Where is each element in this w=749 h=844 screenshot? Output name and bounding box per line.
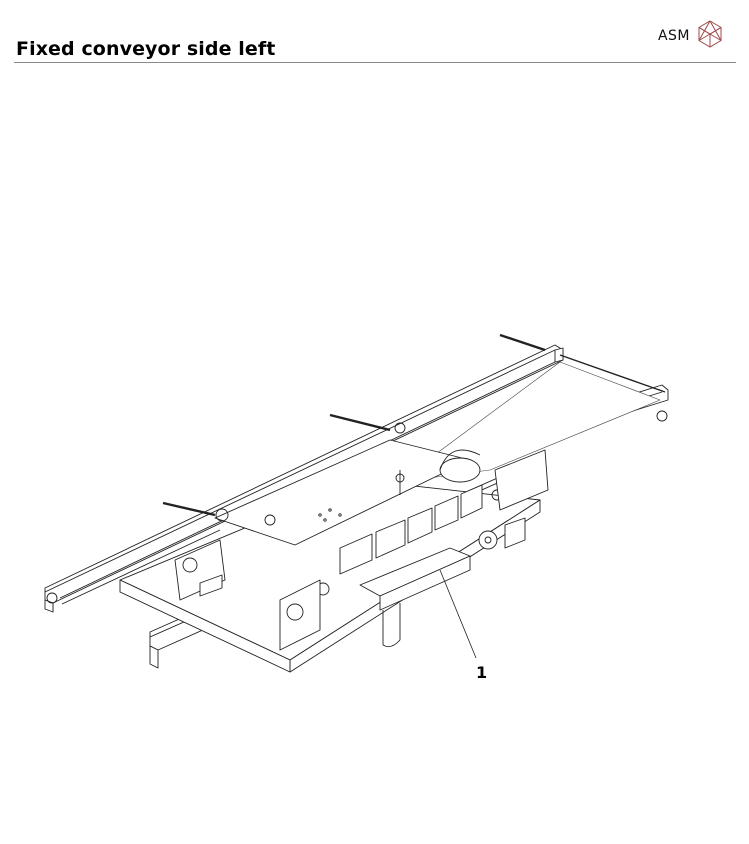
callout-leader <box>439 569 477 659</box>
carriage-modules <box>339 484 483 575</box>
asm-cube-icon <box>698 20 722 52</box>
callout-1[interactable]: 1 <box>476 663 488 682</box>
brand-logo: ASM <box>658 20 722 52</box>
page-header: Fixed conveyor side left ASM <box>14 0 736 63</box>
brand-name: ASM <box>657 28 690 44</box>
page-title: Fixed conveyor side left <box>16 38 276 60</box>
